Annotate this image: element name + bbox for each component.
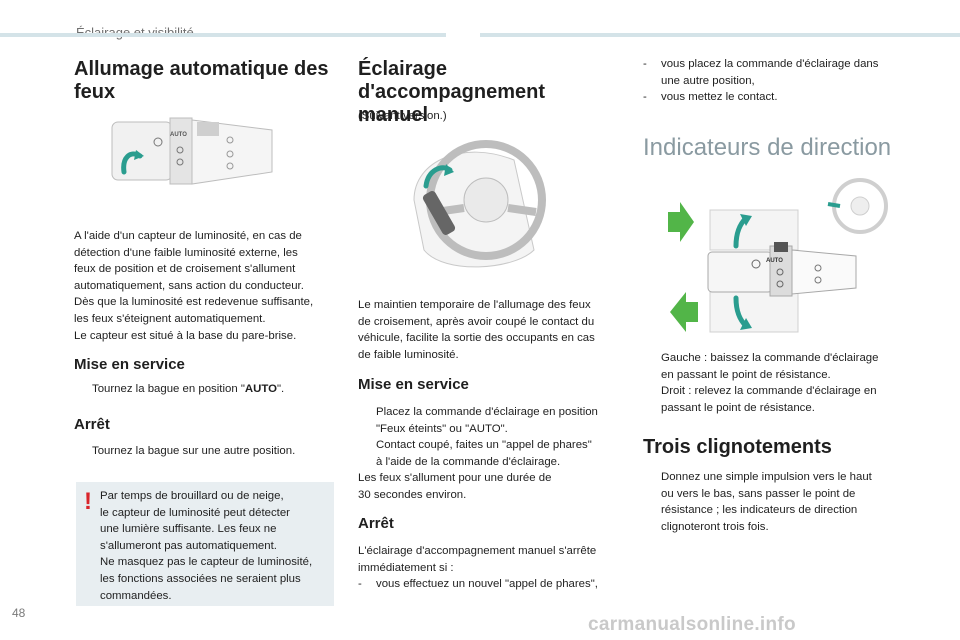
page-number: 48: [12, 606, 26, 620]
warning-line: une lumière suffisante. Les feux ne: [100, 523, 277, 536]
title-line: d'accompagnement manuel: [358, 81, 546, 126]
dash-item: - vous effectuez un nouvel "appel de pha…: [358, 578, 598, 591]
intro-line: automatiquement, sans action du conducte…: [74, 279, 304, 292]
bullet-flag-icon: [74, 443, 92, 460]
auto-figure-label: AUTO: [170, 132, 187, 138]
warning-line: Ne masquez pas le capteur de luminosité,: [100, 556, 313, 569]
title-indicateurs: Indicateurs de direction: [643, 134, 892, 161]
bullet-item: Droit : relevez la commande d'éclairage …: [643, 383, 907, 416]
warning-line: Par temps de brouillard ou de neige,: [100, 490, 284, 502]
subtitle-mise-en-service: Mise en service: [74, 356, 185, 373]
bullet-item: Tournez la bague sur une autre position.: [74, 443, 336, 460]
bullet-item: Donnez une simple impulsion vers le haut…: [643, 469, 907, 535]
auto-figure-label: AUTO: [766, 258, 783, 264]
intro-line: Le maintien temporaire de l'allumage des…: [358, 299, 591, 311]
warning-line: les fonctions associées ne seraient plus: [100, 572, 301, 585]
arret-line: immédiatement si :: [358, 561, 454, 574]
after-line: Les feux s'allument pour une durée de: [358, 472, 552, 485]
intro-line: Le capteur est situé à la base du pare-b…: [74, 329, 297, 342]
bullet-flag-icon: [643, 350, 661, 383]
watermark: carmanualsonline.info: [588, 614, 796, 635]
title-automatic-lighting: Allumage automatique des feux: [74, 58, 329, 103]
arret-line: L'éclairage d'accompagnement manuel s'ar…: [358, 545, 597, 557]
bullet-flag-icon: [358, 437, 376, 470]
lighting-stalk-illustration: AUTO: [111, 117, 273, 185]
intro-line: les feux s'éteignent automatiquement.: [74, 312, 266, 325]
bullet-flag-icon: [643, 383, 661, 416]
left-arrow-icon: [670, 292, 698, 332]
version-note: (Suivant version.): [358, 110, 447, 122]
intro-line: détection d'une faible luminosité extern…: [74, 246, 298, 259]
warning-box: ! Par temps de brouillard ou de neige, l…: [76, 482, 334, 606]
intro-line: A l'aide d'un capteur de luminosité, en …: [74, 230, 302, 242]
intro-line: Dès que la luminosité est redevenue suff…: [74, 296, 314, 309]
warning-line: s'allumeront pas automatiquement.: [100, 539, 277, 552]
intro-line: de croisement, après avoir coupé le cont…: [358, 315, 595, 328]
direction-indicator-illustration: AUTO: [668, 178, 888, 333]
right-arrow-icon: [668, 202, 694, 242]
warning-line: le capteur de luminosité peut détecter: [100, 506, 290, 519]
dash-item: - vous mettez le contact.: [643, 91, 778, 104]
header-bar-right: [480, 33, 960, 37]
bullet-flag-icon: [358, 404, 376, 437]
steering-wheel-illustration: [413, 140, 546, 268]
bullet-item: Gauche : baissez la commande d'éclairage…: [643, 350, 907, 383]
subtitle-arret: Arrêt: [74, 416, 110, 433]
warning-line: commandées.: [100, 589, 172, 602]
bullet-item: Placez la commande d'éclairage en positi…: [358, 404, 622, 437]
title-trois-clignotements: Trois clignotements: [643, 436, 832, 458]
subtitle-arret: Arrêt: [358, 515, 394, 532]
dash-item: - vous placez la commande d'éclairage da…: [643, 58, 879, 87]
title-line: Éclairage: [358, 58, 447, 80]
intro-line: véhicule, facilite la sortie des occupan…: [358, 332, 595, 345]
bullet-flag-icon: [74, 381, 92, 398]
bullet-flag-icon: [643, 469, 661, 535]
header-bar-left: [0, 33, 446, 37]
bullet-item: Contact coupé, faites un "appel de phare…: [358, 437, 622, 470]
intro-line: feux de position et de croisement s'allu…: [74, 263, 296, 276]
subtitle-mise-en-service: Mise en service: [358, 376, 469, 393]
intro-line: de faible luminosité.: [358, 348, 459, 361]
after-line: 30 secondes environ.: [358, 488, 467, 501]
warning-icon: !: [84, 488, 92, 515]
bullet-item: Tournez la bague en position "AUTO".: [74, 381, 336, 398]
